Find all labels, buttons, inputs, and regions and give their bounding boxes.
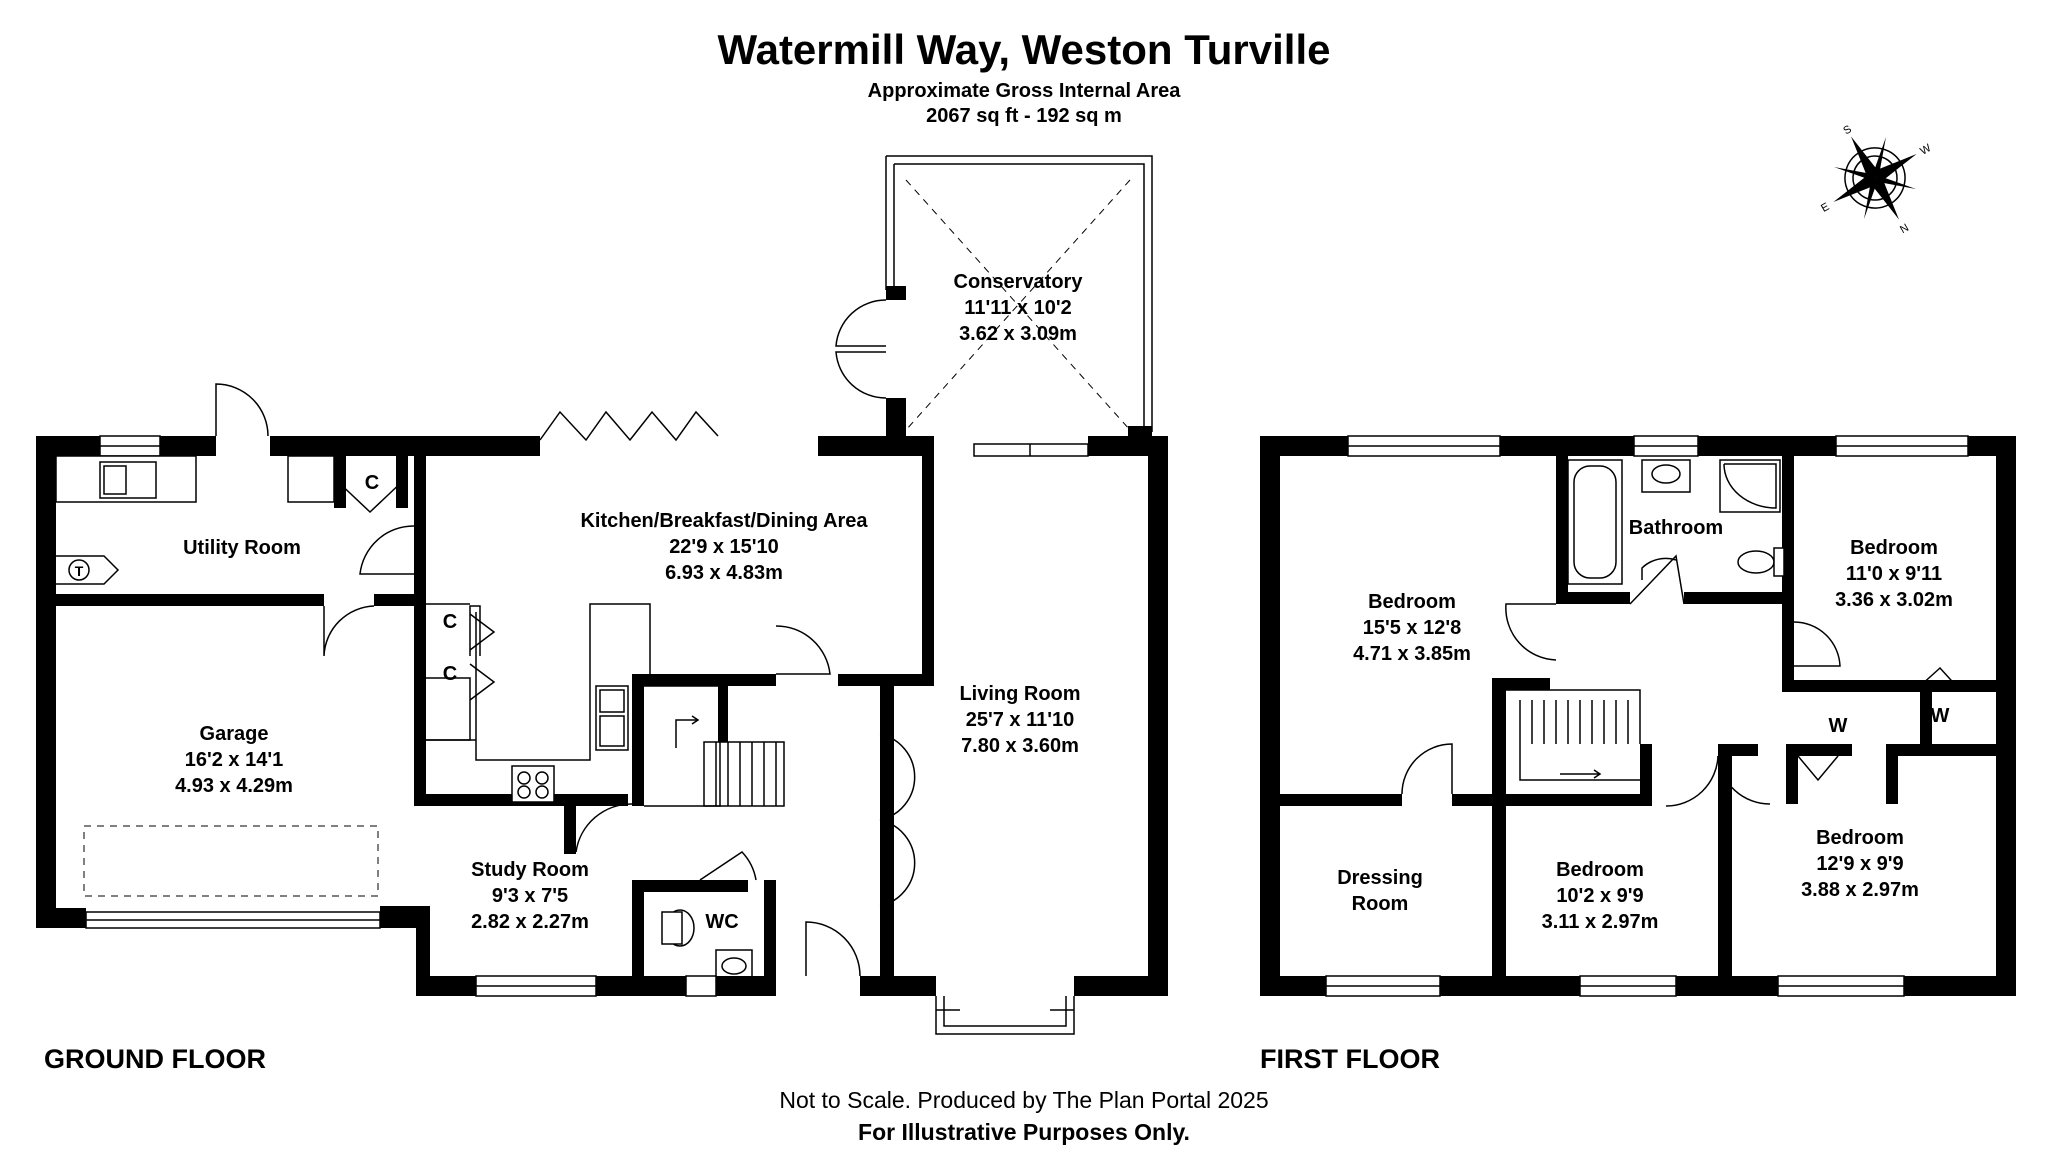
wc-fittings <box>661 909 753 976</box>
room-imperial-bedroom1: 15'5 x 12'8 <box>1363 617 1462 639</box>
cupboard-label-kitchen-1: C <box>443 611 457 633</box>
footer-disclaimer: For Illustrative Purposes Only. <box>858 1119 1190 1145</box>
room-metric-conservatory: 3.62 x 3.09m <box>959 323 1077 345</box>
bay-window-living <box>935 996 1075 1035</box>
room-imperial-conservatory: 11'11 x 10'2 <box>964 297 1071 319</box>
bathroom-door <box>1629 554 1685 605</box>
boiler: T <box>56 555 120 585</box>
first-floor-plan: Bedroom 15'5 x 12'8 4.71 x 3.85m Bathroo… <box>1260 435 2016 1074</box>
utility-garage-door <box>323 605 375 657</box>
label-living: Living Room 25'7 x 11'10 7.80 x 3.60m <box>959 683 1080 757</box>
room-imperial-bedroom3: 10'2 x 9'9 <box>1556 885 1643 907</box>
window-wc <box>685 975 717 997</box>
room-name-bedroom1: Bedroom <box>1368 591 1456 613</box>
stairs-first <box>1506 689 1641 781</box>
room-metric-study: 2.82 x 2.27m <box>471 911 589 933</box>
utility-back-door <box>215 383 269 437</box>
ground-floor-label: GROUND FLOOR <box>44 1044 266 1074</box>
room-imperial-bedroom4: 12'9 x 9'9 <box>1816 853 1903 875</box>
cupboard-label-utility: C <box>365 472 379 494</box>
room-name-living: Living Room <box>959 683 1080 705</box>
label-bedroom4: Bedroom 12'9 x 9'9 3.88 x 2.97m <box>1801 827 1919 901</box>
bathroom-fittings <box>1567 459 1785 585</box>
utility-kitchen-door <box>359 525 415 575</box>
label-utility: Utility Room <box>183 537 301 559</box>
room-imperial-bedroom2: 11'0 x 9'11 <box>1846 563 1942 585</box>
bedroom4-door <box>1717 755 1771 805</box>
room-metric-bedroom4: 3.88 x 2.97m <box>1801 879 1919 901</box>
label-conservatory: Conservatory 11'11 x 10'2 3.62 x 3.09m <box>954 271 1084 345</box>
room-name-bedroom2: Bedroom <box>1850 537 1938 559</box>
living-double-doors <box>879 733 916 907</box>
room-name-study: Study Room <box>471 859 589 881</box>
room-metric-bedroom1: 4.71 x 3.85m <box>1353 643 1471 665</box>
room-name-garage: Garage <box>200 723 269 745</box>
room-name-bedroom4: Bedroom <box>1816 827 1904 849</box>
bedroom2-door <box>1793 621 1841 667</box>
label-bedroom2: Bedroom 11'0 x 9'11 3.36 x 3.02m <box>1835 537 1953 611</box>
compass-rose-icon: S N E W <box>1819 123 1934 236</box>
label-bedroom3: Bedroom 10'2 x 9'9 3.11 x 2.97m <box>1542 859 1659 933</box>
wardrobe-label-2: W <box>1931 705 1950 727</box>
wardrobe-doors-2 <box>1919 666 1961 691</box>
boiler-label: T <box>75 563 84 579</box>
window-study <box>475 975 597 997</box>
label-garage: Garage 16'2 x 14'1 4.93 x 4.29m <box>175 723 293 797</box>
room-name-wc: WC <box>705 911 738 933</box>
room-name-bathroom: Bathroom <box>1629 517 1723 539</box>
hall-kitchen-door <box>775 625 831 675</box>
wardrobe-doors-1 <box>1797 755 1839 782</box>
room-imperial-garage: 16'2 x 14'1 <box>185 749 284 771</box>
room-metric-kitchen: 6.93 x 4.83m <box>665 562 783 584</box>
garage-car-space <box>83 825 379 897</box>
room-imperial-kitchen: 22'9 x 15'10 <box>669 536 779 558</box>
study-door <box>575 803 633 853</box>
room-name-kitchen: Kitchen/Breakfast/Dining Area <box>580 510 868 532</box>
compass-s: S <box>1841 123 1853 137</box>
first-floor-windows <box>1325 435 1969 997</box>
label-study: Study Room 9'3 x 7'5 2.82 x 2.27m <box>471 859 589 933</box>
kitchen-units: C C <box>426 603 651 803</box>
label-kitchen: Kitchen/Breakfast/Dining Area 22'9 x 15'… <box>580 510 868 584</box>
label-dressing: Dressing Room <box>1337 867 1423 915</box>
room-metric-living: 7.80 x 3.60m <box>961 735 1079 757</box>
front-door <box>805 921 861 977</box>
room-name-bedroom3: Bedroom <box>1556 859 1644 881</box>
compass-n: N <box>1898 222 1911 236</box>
footer-note: Not to Scale. Produced by The Plan Porta… <box>779 1087 1268 1113</box>
area-value: 2067 sq ft - 192 sq m <box>926 105 1122 127</box>
first-floor-label: FIRST FLOOR <box>1260 1044 1440 1074</box>
utility-cupboard: C <box>287 455 407 514</box>
room-name-dressing-2: Room <box>1352 893 1409 915</box>
utility-sink-unit <box>55 455 197 503</box>
bedroom1-door <box>1505 603 1557 661</box>
room-name-dressing-1: Dressing <box>1337 867 1423 889</box>
bedroom3-door <box>1665 755 1719 807</box>
stairs-ground <box>644 685 785 807</box>
room-name-utility: Utility Room <box>183 537 301 559</box>
room-imperial-living: 25'7 x 11'10 <box>966 709 1075 731</box>
room-metric-garage: 4.93 x 4.29m <box>175 775 293 797</box>
ground-floor-plan: C T C C <box>36 155 1168 1074</box>
label-bedroom1: Bedroom 15'5 x 12'8 4.71 x 3.85m <box>1353 591 1471 665</box>
area-label: Approximate Gross Internal Area <box>868 80 1182 102</box>
window-utility <box>99 435 161 457</box>
compass-e: E <box>1819 201 1831 215</box>
window-kitchen-living <box>973 443 1089 457</box>
bifold-doors <box>539 410 719 442</box>
room-metric-bedroom3: 3.11 x 2.97m <box>1542 911 1659 933</box>
plan-title: Watermill Way, Weston Turville <box>718 26 1331 73</box>
dressing-door <box>1401 743 1453 795</box>
compass-w: W <box>1918 142 1934 158</box>
wc-door <box>699 851 757 881</box>
window-garage-door <box>85 911 381 929</box>
room-name-conservatory: Conservatory <box>954 271 1084 293</box>
cupboard-label-kitchen-2: C <box>443 663 457 685</box>
wardrobe-label-1: W <box>1829 715 1848 737</box>
room-metric-bedroom2: 3.36 x 3.02m <box>1835 589 1953 611</box>
room-imperial-study: 9'3 x 7'5 <box>492 885 568 907</box>
